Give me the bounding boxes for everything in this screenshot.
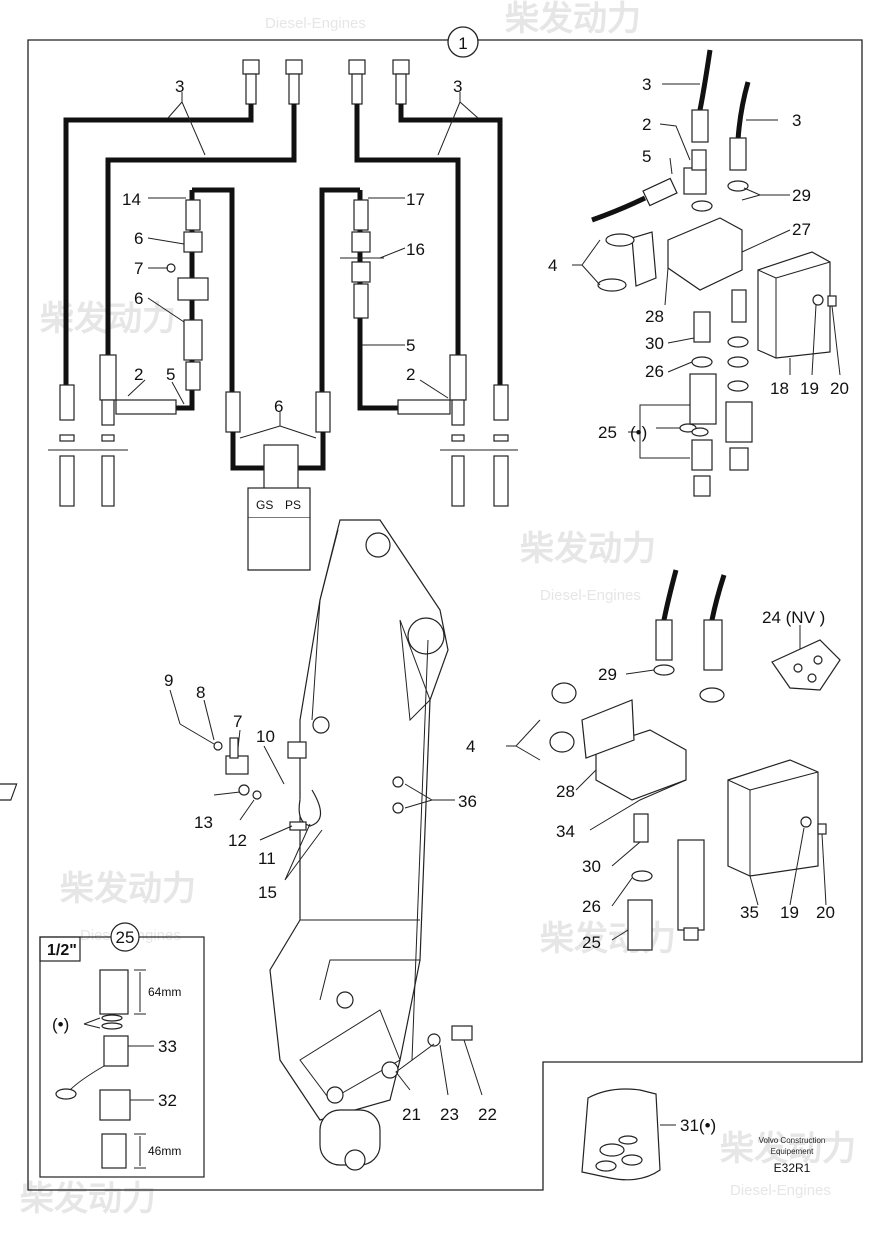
gs-label: GS bbox=[256, 498, 273, 512]
callout-6: 6 bbox=[134, 289, 143, 308]
watermark-cn: 柴发动力 bbox=[540, 920, 676, 958]
callout-20: 20 bbox=[830, 379, 849, 398]
callout-3: 3 bbox=[642, 75, 651, 94]
callout-25: 25 bbox=[582, 933, 601, 952]
callout-19: 19 bbox=[780, 903, 799, 922]
company-line2: Equipement bbox=[771, 1147, 814, 1156]
callout-6: 6 bbox=[274, 397, 283, 416]
callout-3: 3 bbox=[792, 111, 801, 130]
callout-30: 30 bbox=[582, 857, 601, 876]
callout-2: 2 bbox=[406, 365, 415, 384]
group-callout: 1 bbox=[458, 34, 467, 53]
company-line1: Volvo Construction bbox=[759, 1136, 826, 1145]
hose-schematic: GS PS bbox=[48, 59, 518, 571]
callout-5: 5 bbox=[406, 336, 415, 355]
variant-plate bbox=[771, 639, 841, 691]
callout-2: 2 bbox=[134, 365, 143, 384]
callout-19: 19 bbox=[800, 379, 819, 398]
callout-26: 26 bbox=[582, 897, 601, 916]
callout-9: 9 bbox=[164, 671, 173, 690]
callout-2: 2 bbox=[642, 115, 651, 134]
callout-27: 27 bbox=[792, 220, 811, 239]
drawing-frame bbox=[27, 39, 863, 1191]
drawing-code: E32R1 bbox=[774, 1161, 811, 1175]
callout-17: 17 bbox=[406, 190, 425, 209]
callout-5: 5 bbox=[166, 365, 175, 384]
callout-33: 33 bbox=[158, 1037, 177, 1056]
seal-kit-bag bbox=[581, 1088, 676, 1181]
callout-4: 4 bbox=[466, 737, 475, 756]
dimension-upper: 64mm bbox=[148, 985, 181, 999]
watermark-en: Diesel-Engines bbox=[265, 15, 366, 32]
callout-3: 3 bbox=[175, 77, 184, 96]
ps-label: PS bbox=[285, 498, 301, 512]
callout-3: 3 bbox=[453, 77, 462, 96]
callout-6: 6 bbox=[134, 229, 143, 248]
callout-29: 29 bbox=[792, 186, 811, 205]
callout-14: 14 bbox=[122, 190, 141, 209]
watermark-cn: 柴发动力 bbox=[520, 530, 656, 568]
kit-size: 1/2" bbox=[47, 942, 77, 959]
callout-30: 30 bbox=[645, 334, 664, 353]
bottom-right-assembly bbox=[506, 569, 827, 951]
watermark-en: Diesel-Engines bbox=[540, 587, 641, 604]
callout-13: 13 bbox=[194, 813, 213, 832]
callout-bracket: (•) bbox=[52, 1015, 69, 1034]
callout-5: 5 bbox=[642, 147, 651, 166]
callout-8: 8 bbox=[196, 683, 205, 702]
callout-36: 36 bbox=[458, 792, 477, 811]
callout-20: 20 bbox=[816, 903, 835, 922]
callout-22: 22 bbox=[478, 1105, 497, 1124]
callout-28: 28 bbox=[645, 307, 664, 326]
callout-12: 12 bbox=[228, 831, 247, 850]
callout-bracket: (•) bbox=[630, 423, 647, 442]
kit-inset bbox=[39, 922, 205, 1178]
callout-23: 23 bbox=[440, 1105, 459, 1124]
callout-24-nv: 24 (NV ) bbox=[762, 608, 825, 627]
callout-21: 21 bbox=[402, 1105, 421, 1124]
callout-7: 7 bbox=[233, 712, 242, 731]
callout-31: 31(•) bbox=[680, 1116, 716, 1135]
callout-11: 11 bbox=[258, 849, 276, 868]
callout-10: 10 bbox=[256, 727, 275, 746]
callout-28: 28 bbox=[556, 782, 575, 801]
kit-callout: 25 bbox=[116, 928, 135, 947]
callout-7: 7 bbox=[134, 259, 143, 278]
callout-29: 29 bbox=[598, 665, 617, 684]
dimension-lower: 46mm bbox=[148, 1144, 181, 1158]
watermark-cn: 柴发动力 bbox=[720, 1130, 856, 1168]
top-right-assembly bbox=[572, 49, 841, 497]
watermark: 柴发动力 Diesel-Engines 柴发动力 柴发动力 Diesel-Eng… bbox=[20, 0, 856, 1218]
callout-26: 26 bbox=[645, 362, 664, 381]
group-callout-circle bbox=[447, 26, 479, 58]
watermark-en: Diesel-Engines bbox=[730, 1182, 831, 1199]
boom bbox=[0, 519, 483, 1171]
callout-25: 25 bbox=[598, 423, 617, 442]
callout-32: 32 bbox=[158, 1091, 177, 1110]
callout-35: 35 bbox=[740, 903, 759, 922]
callout-15: 15 bbox=[258, 883, 277, 902]
callout-4: 4 bbox=[548, 256, 557, 275]
callout-18: 18 bbox=[770, 379, 789, 398]
top-fittings bbox=[242, 59, 410, 105]
watermark-cn: 柴发动力 bbox=[20, 1180, 156, 1218]
callout-16: 16 bbox=[406, 240, 425, 259]
watermark-cn: 柴发动力 bbox=[60, 870, 196, 908]
callout-34: 34 bbox=[556, 822, 575, 841]
watermark-cn: 柴发动力 bbox=[505, 0, 641, 38]
